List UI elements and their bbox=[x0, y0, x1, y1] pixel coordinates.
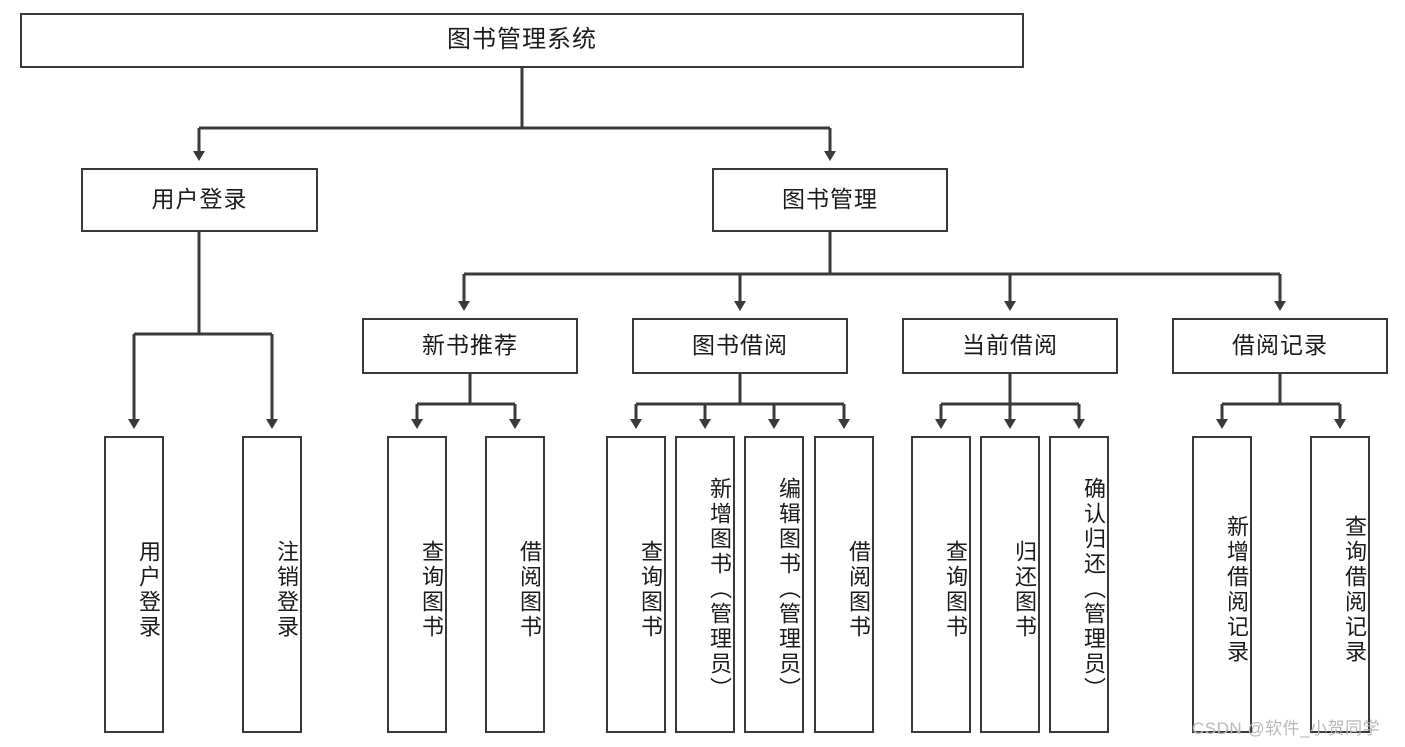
node-root-library-management-system[interactable]: 图书管理系统 bbox=[20, 13, 1024, 68]
csdn-watermark: CSDN @软件_小贺同学 bbox=[1192, 719, 1381, 738]
node-book-management[interactable]: 图书管理 bbox=[712, 168, 948, 232]
leaf-edit-book-admin[interactable]: 编辑图书（管理员） bbox=[744, 436, 804, 733]
leaf-return-book[interactable]: 归还图书 bbox=[980, 436, 1040, 733]
node-current-borrow[interactable]: 当前借阅 bbox=[902, 318, 1118, 374]
leaf-query-book-current[interactable]: 查询图书 bbox=[911, 436, 971, 733]
leaf-add-borrow-record[interactable]: 新增借阅记录 bbox=[1192, 436, 1252, 733]
leaf-query-borrow-record[interactable]: 查询借阅记录 bbox=[1310, 436, 1370, 733]
leaf-borrow-book-new-recommend[interactable]: 借阅图书 bbox=[485, 436, 545, 733]
leaf-user-login[interactable]: 用户登录 bbox=[104, 436, 164, 733]
leaf-borrow-book[interactable]: 借阅图书 bbox=[814, 436, 874, 733]
leaf-logout[interactable]: 注销登录 bbox=[242, 436, 302, 733]
leaf-confirm-return-admin[interactable]: 确认归还（管理员） bbox=[1049, 436, 1109, 733]
leaf-add-book-admin[interactable]: 新增图书（管理员） bbox=[675, 436, 735, 733]
node-new-book-recommend[interactable]: 新书推荐 bbox=[362, 318, 578, 374]
leaf-query-book-new-recommend[interactable]: 查询图书 bbox=[387, 436, 447, 733]
node-user-login[interactable]: 用户登录 bbox=[81, 168, 318, 232]
leaf-query-book-borrow[interactable]: 查询图书 bbox=[606, 436, 666, 733]
node-book-borrow[interactable]: 图书借阅 bbox=[632, 318, 848, 374]
node-borrow-record[interactable]: 借阅记录 bbox=[1172, 318, 1388, 374]
